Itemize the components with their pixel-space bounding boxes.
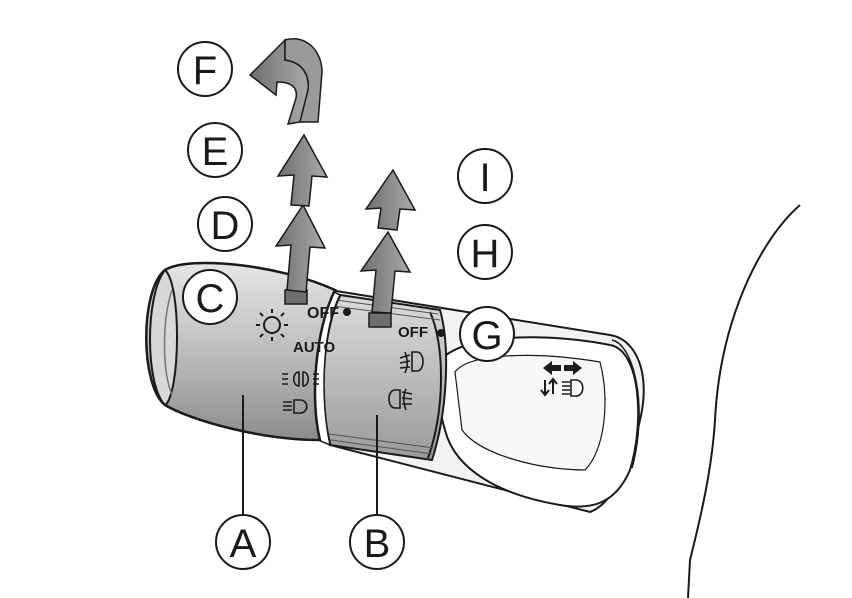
callout-a: A <box>215 514 271 570</box>
callout-h: H <box>457 224 513 280</box>
beam-flash-icon <box>540 377 584 397</box>
headlight-arrow-d <box>274 203 327 293</box>
rear-fog-light-icon <box>388 388 413 411</box>
svg-text:F: F <box>193 49 217 93</box>
svg-text:E: E <box>202 130 229 174</box>
headlight-arrow-e <box>276 133 329 207</box>
parking-light-icon <box>282 371 319 387</box>
high-beam-icon <box>283 399 308 414</box>
headlight-on-icon <box>256 309 288 341</box>
fog-off-label: OFF <box>398 324 428 341</box>
headlight-arrow-f-top <box>284 38 323 123</box>
headlight-off-label: OFF <box>307 305 339 322</box>
front-fog-light-icon <box>399 351 424 374</box>
callout-i: I <box>457 148 513 204</box>
callout-d: D <box>197 196 253 252</box>
callout-b: B <box>349 514 405 570</box>
callout-f: F <box>177 41 233 97</box>
fog-arrow-h <box>359 230 412 314</box>
svg-text:D: D <box>211 204 240 248</box>
svg-text:G: G <box>471 314 502 358</box>
svg-text:I: I <box>479 156 490 200</box>
turn-signal-arrows-icon <box>543 361 582 375</box>
callout-g: G <box>459 306 515 362</box>
fog-indicator-mark <box>368 312 392 328</box>
stalk-end-cap[interactable] <box>435 336 640 508</box>
svg-text:H: H <box>471 232 500 276</box>
svg-text:B: B <box>364 522 391 566</box>
callout-e: E <box>187 122 243 178</box>
callout-c: C <box>182 269 238 325</box>
fog-arrow-i <box>364 168 417 231</box>
svg-text:A: A <box>230 522 257 566</box>
svg-text:C: C <box>196 277 225 321</box>
headlight-auto-label: AUTO <box>293 339 336 356</box>
steering-column <box>687 204 801 598</box>
